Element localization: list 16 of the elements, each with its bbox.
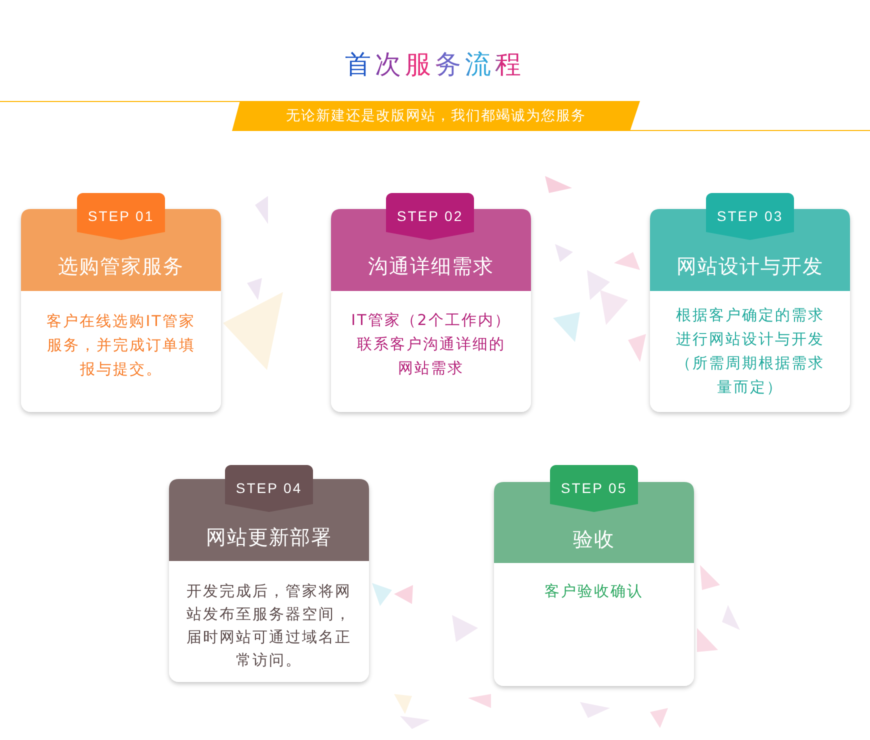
- step-title: 选购管家服务: [58, 253, 184, 279]
- step-badge: STEP 02: [386, 193, 474, 240]
- subtitle-banner: 无论新建还是改版网站，我们都竭诚为您服务: [232, 101, 640, 131]
- step-description: IT管家（2个工作内）联系客户沟通详细的网站需求: [350, 310, 512, 379]
- step-description: 开发完成后，管家将网站发布至服务器空间，届时网站可通过域名正常访问。: [186, 581, 352, 671]
- step-badge: STEP 05: [550, 465, 638, 512]
- step-title: 验收: [573, 526, 615, 552]
- step-description: 客户在线选购IT管家服务，并完成订单填报与提交。: [46, 311, 196, 380]
- step-title: 网站设计与开发: [676, 253, 824, 279]
- step-badge: STEP 04: [225, 465, 313, 512]
- step-title: 网站更新部署: [206, 524, 332, 550]
- step-badge: STEP 03: [706, 193, 794, 240]
- step-title: 沟通详细需求: [368, 253, 494, 279]
- step-description: 客户验收确认: [544, 581, 644, 602]
- step-description: 根据客户确定的需求进行网站设计与开发（所需周期根据需求量而定）: [674, 305, 826, 398]
- step-badge: STEP 01: [77, 193, 165, 240]
